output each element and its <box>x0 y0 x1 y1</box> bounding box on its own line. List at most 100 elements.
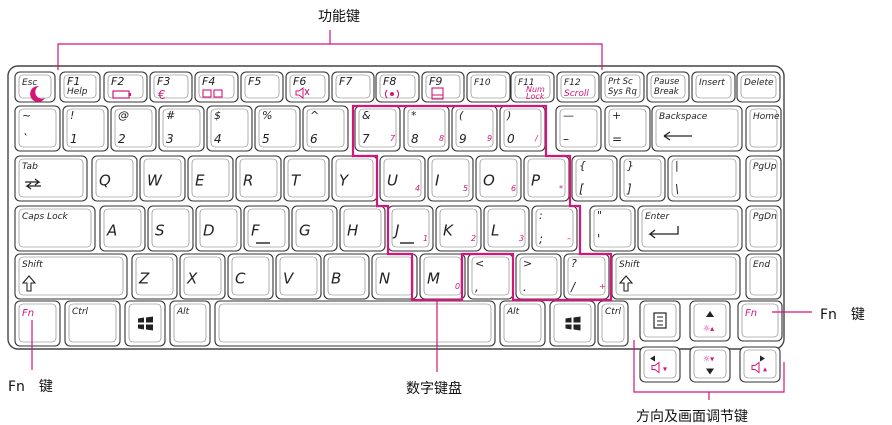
key-f6[interactable]: F6 <box>285 71 330 103</box>
key-q[interactable]: Q <box>91 155 138 202</box>
svg-text:€: € <box>158 88 166 102</box>
key-lshift[interactable]: Shift <box>14 253 128 300</box>
key-f5[interactable]: F5 <box>240 71 284 103</box>
key-top-label: Esc <box>22 78 37 88</box>
key-n[interactable]: N <box>371 253 418 300</box>
key-e[interactable]: E <box>187 155 234 202</box>
key-lctrl[interactable]: Ctrl <box>64 300 121 347</box>
key-pgdn[interactable]: PgDn <box>745 205 782 252</box>
key-bottom-label: 2 <box>118 132 126 146</box>
key-lwin[interactable] <box>124 300 166 347</box>
menu-icon <box>653 312 667 329</box>
key-5[interactable]: %5 <box>254 105 301 152</box>
key-b[interactable]: B <box>323 253 370 300</box>
key-0[interactable]: )0/ <box>499 105 546 152</box>
key-ralt[interactable]: Alt <box>499 300 546 347</box>
key-bottom-label: ` <box>22 132 28 146</box>
key-rwin[interactable] <box>549 300 596 347</box>
key-space[interactable] <box>214 300 496 347</box>
key-slash[interactable]: ?/+ <box>563 253 610 300</box>
key-insert[interactable]: Insert <box>691 71 736 103</box>
key-f7[interactable]: F7 <box>331 71 375 103</box>
key-period[interactable]: >. <box>515 253 562 300</box>
key-t[interactable]: T <box>283 155 330 202</box>
key-2[interactable]: @2 <box>110 105 157 152</box>
key-f3[interactable]: F3€ <box>149 71 193 103</box>
key-right[interactable]: ▴ <box>739 346 781 383</box>
keypad-number-label: 3 <box>519 234 524 243</box>
key-3[interactable]: #3 <box>158 105 205 152</box>
key-4[interactable]: $4 <box>206 105 253 152</box>
key-semicolon[interactable]: :;– <box>531 205 578 252</box>
key-r[interactable]: R <box>235 155 282 202</box>
key-p[interactable]: P* <box>523 155 570 202</box>
key-c[interactable]: C <box>227 253 274 300</box>
key-enter[interactable]: Enter <box>637 205 743 252</box>
key-v[interactable]: V <box>275 253 322 300</box>
key-rshift[interactable]: Shift <box>611 253 741 300</box>
key-g[interactable]: G <box>291 205 338 252</box>
key-backslash[interactable]: |\ <box>667 155 741 202</box>
key-f9[interactable]: F9 <box>421 71 465 103</box>
key-down[interactable]: ☼▾ <box>689 346 731 383</box>
key-top-label: Shift <box>22 260 43 270</box>
key-rbracket[interactable]: }] <box>619 155 666 202</box>
key-f[interactable]: F <box>243 205 290 252</box>
key-comma[interactable]: <, <box>467 253 514 300</box>
key-pgup[interactable]: PgUp <box>745 155 782 202</box>
key-d[interactable]: D <box>195 205 242 252</box>
key-h[interactable]: H <box>339 205 386 252</box>
key-home[interactable]: Home <box>745 105 782 152</box>
key-tilde[interactable]: ~` <box>14 105 61 152</box>
key-end[interactable]: End <box>745 253 782 300</box>
key-6[interactable]: ^6 <box>302 105 349 152</box>
key-w[interactable]: W <box>139 155 186 202</box>
key-f4[interactable]: F4 <box>194 71 239 103</box>
key-menu[interactable] <box>639 300 681 342</box>
key-fn-left[interactable]: Fn <box>14 300 61 347</box>
key-capslock[interactable]: Caps Lock <box>14 205 96 252</box>
key-equals[interactable]: += <box>604 105 651 152</box>
key-x[interactable]: X <box>179 253 226 300</box>
key-fn-right[interactable]: Fn <box>737 300 783 342</box>
key-z[interactable]: Z <box>131 253 178 300</box>
key-backspace[interactable]: Backspace <box>651 105 743 152</box>
key-top-label: } <box>627 159 634 172</box>
keypad-number-label: 8 <box>439 134 444 143</box>
key-1[interactable]: !1 <box>62 105 109 152</box>
key-quote[interactable]: "' <box>589 205 636 252</box>
key-f10[interactable]: F10 <box>466 71 511 103</box>
key-f2[interactable]: F2 <box>103 71 148 103</box>
key-letter: D <box>203 222 215 240</box>
key-rctrl[interactable]: Ctrl <box>597 300 629 347</box>
key-tab[interactable]: Tab <box>14 155 88 202</box>
key-left[interactable]: ▾ <box>639 346 681 383</box>
key-f8[interactable]: F8 <box>375 71 420 103</box>
key-minus[interactable]: —– <box>555 105 602 152</box>
key-up[interactable]: ☼▴ <box>689 300 731 342</box>
keypad-number-label: 5 <box>463 184 468 193</box>
key-delete[interactable]: Delete <box>736 71 781 103</box>
key-esc[interactable]: Esc <box>14 71 56 103</box>
key-y[interactable]: Y <box>331 155 378 202</box>
key-a[interactable]: A <box>99 205 146 252</box>
key-s[interactable]: S <box>147 205 194 252</box>
key-lalt[interactable]: Alt <box>169 300 211 347</box>
key-lbracket[interactable]: {[ <box>571 155 618 202</box>
